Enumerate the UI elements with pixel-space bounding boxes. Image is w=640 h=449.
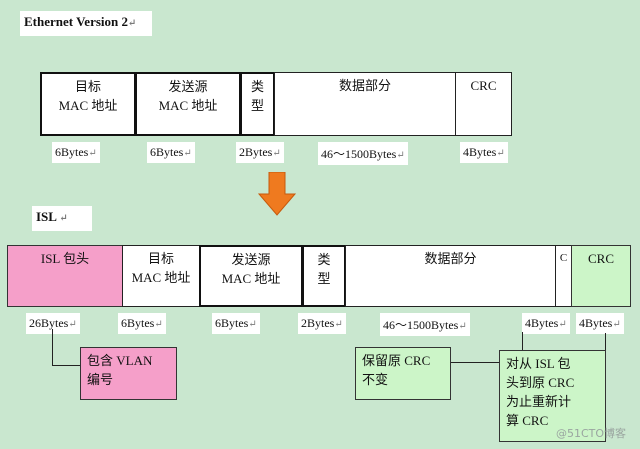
isl-title-text: ISL [36, 209, 57, 224]
isl-size-new-crc-text: 4Bytes [579, 316, 613, 330]
vlan-note-line2: 编号 [87, 372, 114, 387]
isl-size-new-crc: 4Bytes↵ [576, 313, 624, 334]
isl-field-orig-crc-label: C [559, 252, 568, 264]
eth-size-type: 2Bytes↵ [236, 142, 284, 163]
isl-field-src-mac-line1: 发送源 [231, 252, 271, 267]
ethernet-title: Ethernet Version 2↵ [20, 11, 152, 36]
eth-size-type-text: 2Bytes [239, 145, 273, 159]
vlan-note-line1: 包含 VLAN [87, 353, 153, 368]
down-arrow-icon [257, 172, 297, 216]
recalc-crc-note-line3: 为止重新计 [506, 394, 572, 409]
isl-size-orig-crc: 4Bytes↵ [522, 313, 570, 334]
isl-size-data-text: 46～1500Bytes [383, 318, 459, 332]
isl-size-src-mac: 6Bytes↵ [212, 313, 260, 334]
isl-field-type-line1: 类 [317, 252, 331, 267]
eth-field-type-line2: 型 [250, 98, 264, 113]
isl-size-type-text: 2Bytes [301, 316, 335, 330]
isl-field-new-crc: CRC [571, 245, 631, 307]
eth-size-crc: 4Bytes↵ [460, 142, 508, 163]
eth-size-dest-mac: 6Bytes↵ [52, 142, 100, 163]
eth-field-src-mac-line2: MAC 地址 [158, 98, 218, 113]
eth-field-data: 数据部分 [274, 72, 456, 136]
keep-crc-leader-horizontal [450, 362, 522, 363]
isl-field-dest-mac-line2: MAC 地址 [131, 270, 191, 285]
eth-size-data: 46～1500Bytes↵ [318, 142, 408, 165]
recalc-crc-note: 对从 ISL 包 头到原 CRC 为止重新计 算 CRC [499, 350, 606, 442]
isl-size-type: 2Bytes↵ [298, 313, 346, 334]
keep-crc-note-line1: 保留原 CRC [362, 353, 431, 368]
watermark-text: @51CTO博客 [556, 427, 627, 440]
isl-field-src-mac-line2: MAC 地址 [221, 271, 281, 286]
isl-field-dest-mac-line1: 目标 [147, 251, 174, 266]
eth-field-dest-mac-line2: MAC 地址 [58, 98, 118, 113]
recalc-crc-leader-vertical [605, 333, 606, 353]
eth-field-type: 类 型 [240, 72, 275, 136]
isl-field-header: ISL 包头 [7, 245, 123, 307]
isl-size-header: 26Bytes↵ [26, 313, 80, 334]
isl-field-data-label: 数据部分 [424, 251, 477, 266]
eth-field-src-mac-line1: 发送源 [168, 79, 208, 94]
eth-field-dest-mac: 目标 MAC 地址 [40, 72, 136, 136]
isl-size-header-text: 26Bytes [29, 316, 69, 330]
eth-size-data-text: 46～1500Bytes [321, 147, 397, 161]
isl-field-src-mac: 发送源 MAC 地址 [199, 245, 303, 307]
isl-field-type: 类 型 [302, 245, 346, 307]
isl-title: ISL ↵ [32, 206, 92, 231]
recalc-crc-note-line1: 对从 ISL 包 [506, 356, 571, 371]
eth-size-src-mac: 6Bytes↵ [147, 142, 195, 163]
isl-size-src-mac-text: 6Bytes [215, 316, 249, 330]
eth-field-src-mac: 发送源 MAC 地址 [135, 72, 241, 136]
eth-size-dest-mac-text: 6Bytes [55, 145, 89, 159]
isl-size-dest-mac-text: 6Bytes [121, 316, 155, 330]
isl-size-orig-crc-text: 4Bytes [525, 316, 559, 330]
isl-field-data: 数据部分 [345, 245, 556, 307]
keep-crc-note-line2: 不变 [362, 372, 389, 387]
recalc-crc-note-line4: 算 CRC [506, 413, 549, 428]
vlan-note: 包含 VLAN 编号 [80, 347, 177, 400]
eth-size-crc-text: 4Bytes [463, 145, 497, 159]
isl-field-orig-crc: C [555, 245, 572, 307]
recalc-crc-note-line2: 头到原 CRC [506, 375, 575, 390]
eth-field-crc-label: CRC [470, 78, 497, 93]
isl-field-header-label: ISL 包头 [40, 251, 90, 266]
eth-field-data-label: 数据部分 [338, 78, 391, 93]
keep-crc-leader-vertical [522, 332, 523, 363]
isl-field-dest-mac: 目标 MAC 地址 [122, 245, 200, 307]
eth-size-src-mac-text: 6Bytes [150, 145, 184, 159]
vlan-leader-vertical [52, 329, 53, 365]
isl-field-new-crc-label: CRC [587, 251, 614, 266]
isl-size-dest-mac: 6Bytes↵ [118, 313, 166, 334]
ethernet-title-text: Ethernet Version 2 [24, 14, 128, 29]
vlan-leader-horizontal [52, 365, 80, 366]
eth-field-dest-mac-line1: 目标 [74, 79, 101, 94]
isl-field-type-line2: 型 [317, 271, 331, 286]
keep-crc-note: 保留原 CRC 不变 [355, 347, 451, 400]
isl-size-data: 46～1500Bytes↵ [380, 313, 470, 336]
watermark: @51CTO博客 [556, 425, 626, 441]
eth-field-crc: CRC [455, 72, 512, 136]
eth-field-type-line1: 类 [250, 79, 264, 94]
